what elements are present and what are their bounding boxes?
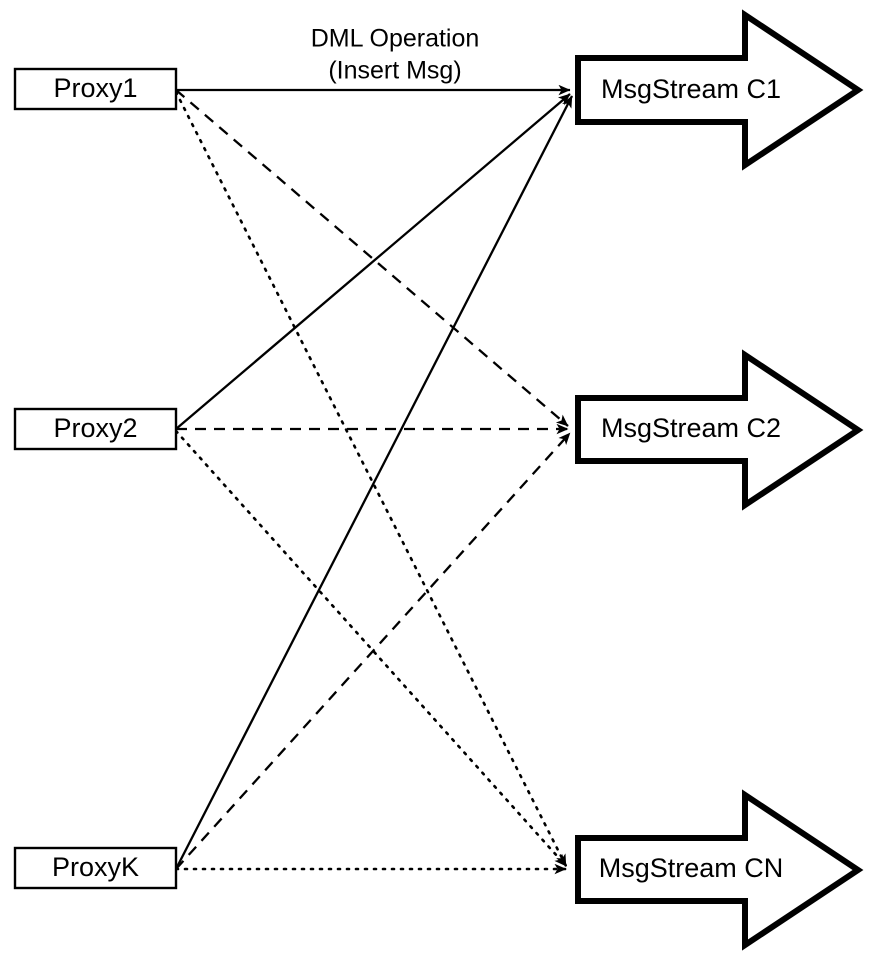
dml-operation-caption: DML Operation (Insert Msg): [311, 25, 480, 85]
proxy-node-proxy2[interactable]: Proxy2: [13, 407, 178, 451]
msgstream-cn-block-arrow-icon[interactable]: [575, 789, 864, 951]
proxy1-box[interactable]: [13, 67, 178, 111]
msgstream-c2-block-arrow-icon[interactable]: [575, 349, 864, 511]
edge-proxy2-to-stream-cn: [174, 429, 568, 868]
proxy-node-proxy1[interactable]: Proxy1: [13, 67, 178, 111]
proxy1-label: Proxy1: [53, 73, 137, 103]
edge-proxy1-to-stream-cn: [174, 90, 568, 868]
edge-layer: [174, 84, 574, 875]
msgstream-cn-label: MsgStream CN: [599, 853, 784, 883]
edge-proxyk-to-stream-c2: [175, 432, 571, 870]
proxy-node-proxyk[interactable]: ProxyK: [13, 846, 178, 890]
msgstream-c1-block-arrow-icon[interactable]: [575, 9, 864, 171]
proxyk-box[interactable]: [13, 846, 178, 890]
msgstream-node-c1[interactable]: MsgStream C1: [575, 9, 864, 171]
msgstream-c2-label: MsgStream C2: [601, 413, 781, 443]
proxy2-label: Proxy2: [53, 413, 137, 443]
msgstream-node-c2[interactable]: MsgStream C2: [575, 349, 864, 511]
dml-operation-caption-line1: DML Operation: [311, 25, 480, 53]
msgstream-node-cn[interactable]: MsgStream CN: [575, 789, 864, 951]
edge-proxy2-to-stream-c1: [175, 93, 571, 430]
proxyk-label: ProxyK: [52, 852, 139, 882]
dml-operation-caption-line2: (Insert Msg): [328, 57, 461, 85]
edge-proxy1-to-stream-c2: [175, 89, 569, 427]
proxy2-box[interactable]: [13, 407, 178, 451]
msgstream-c1-label: MsgStream C1: [601, 74, 781, 104]
edge-proxyk-to-stream-c1: [174, 95, 574, 870]
